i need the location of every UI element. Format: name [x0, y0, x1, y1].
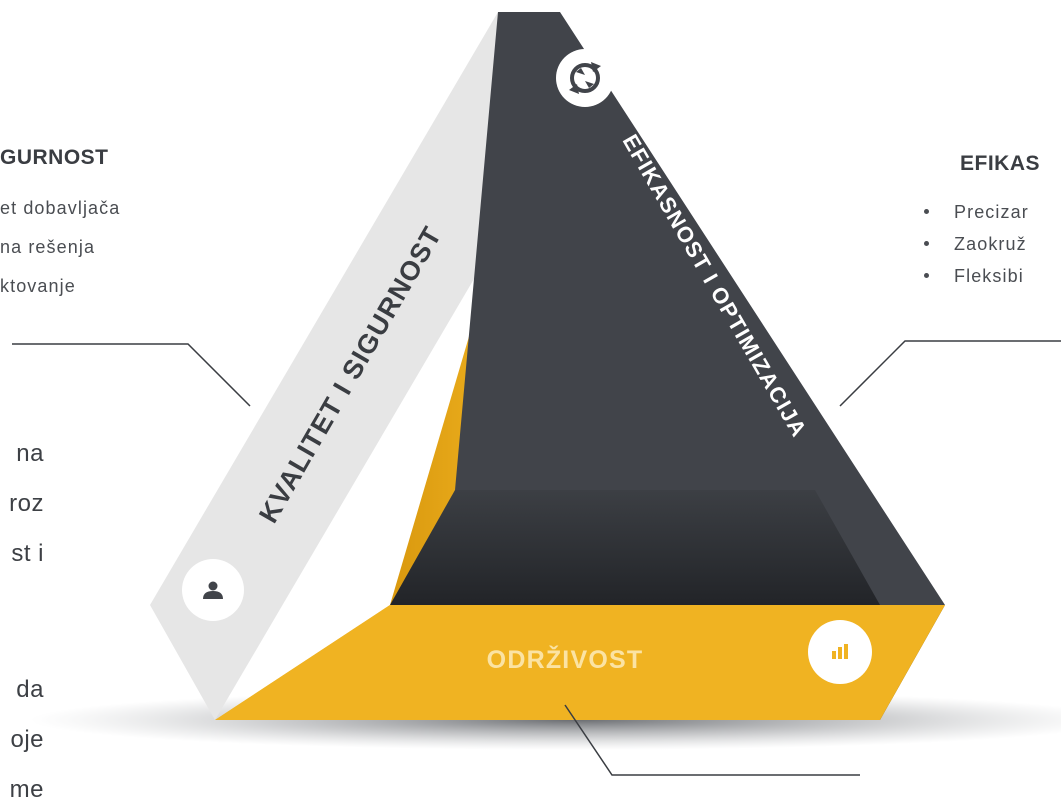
- left-paragraph2-line-2: oje: [10, 726, 44, 753]
- bottom-inner-dark: [390, 490, 880, 605]
- right-block-bullet-2: Zaokruž: [924, 234, 1027, 255]
- right-block-bullet-3: Fleksibi: [924, 266, 1024, 287]
- left-paragraph2-line-1: da: [16, 676, 44, 703]
- left-band-light: [150, 12, 770, 720]
- left-paragraph-line-3: st i: [11, 540, 44, 567]
- left-block-line-2: na rešenja: [0, 237, 96, 257]
- bullet-dot: [924, 208, 929, 214]
- left-block-heading: GURNOST: [0, 146, 109, 169]
- right-block-bullet-1: Precizar: [924, 202, 1029, 223]
- right-block-bullet-text-1: Precizar: [954, 202, 1029, 222]
- left-block-line-3: ktovanje: [0, 276, 76, 296]
- bullet-dot: [924, 240, 929, 246]
- right-block-heading: EFIKAS: [960, 152, 1041, 175]
- left-paragraph2-line-3: me: [9, 776, 44, 803]
- bar-chart-icon: [808, 620, 872, 684]
- connector-line-bottom: [564, 704, 860, 776]
- bullet-dot: [924, 272, 929, 278]
- left-paragraph-line-1: na: [16, 440, 44, 467]
- right-block-bullet-text-2: Zaokruž: [954, 234, 1027, 254]
- user-icon: [182, 559, 244, 621]
- right-block-bullet-text-3: Fleksibi: [954, 266, 1024, 286]
- connector-line-right: [839, 340, 1061, 407]
- bottom-band-label: ODRŽIVOST: [487, 644, 644, 674]
- left-block-line-1: et dobavljača: [0, 198, 121, 218]
- left-paragraph-line-2: roz: [9, 490, 44, 517]
- connector-line-left: [12, 343, 251, 407]
- bottom-band-yellow-front: [215, 605, 945, 720]
- refresh-icon: [556, 49, 614, 107]
